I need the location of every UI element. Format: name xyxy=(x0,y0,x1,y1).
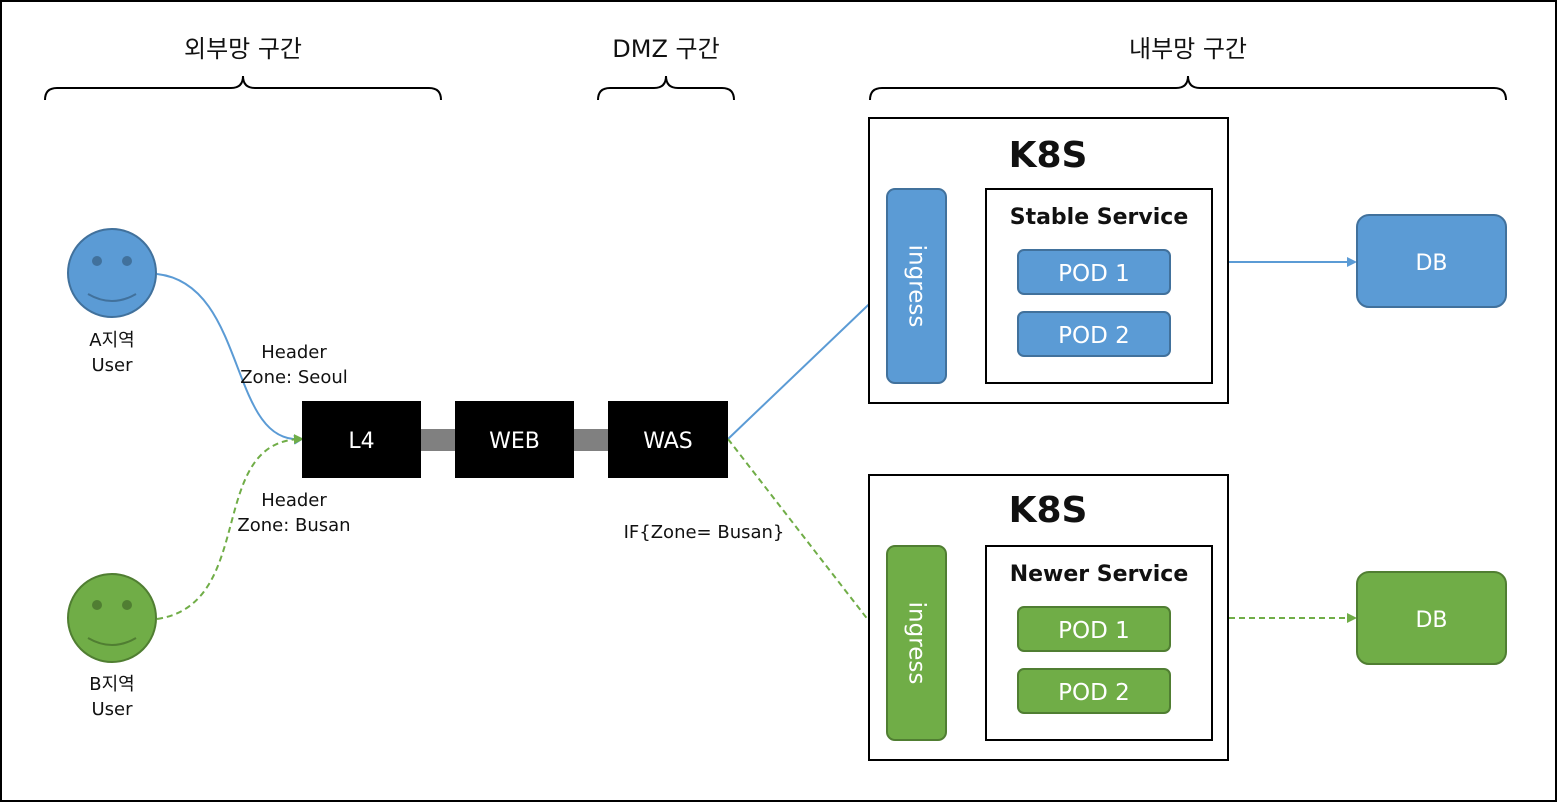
zone-brace-external xyxy=(44,75,442,101)
smiley-eye-right xyxy=(122,256,132,266)
user-b-region-label: B지역 xyxy=(89,674,134,695)
pod-box xyxy=(1017,668,1171,714)
zone-label-external: 외부망 구간 xyxy=(184,35,302,63)
zone-label-dmz: DMZ 구간 xyxy=(612,35,719,63)
route-user-b-to-l4 xyxy=(156,434,304,620)
pod-box xyxy=(1017,249,1171,295)
route-user-a-to-l4 xyxy=(156,273,304,445)
pod-label: POD 1 xyxy=(1058,618,1130,644)
condition-label: IF{Zone= Busan} xyxy=(624,522,785,543)
db-label: DB xyxy=(1415,608,1447,633)
cluster-title: K8S xyxy=(1009,490,1088,531)
smiley-eye-left xyxy=(92,600,102,610)
header-seoul-zone: Zone: Seoul xyxy=(240,367,348,388)
service-title: Stable Service xyxy=(1010,205,1189,230)
smiley-eye-left xyxy=(92,256,102,266)
smiley-icon xyxy=(67,228,157,318)
db-box xyxy=(1356,214,1507,308)
pod-label: POD 2 xyxy=(1058,680,1130,706)
header-busan-title: Header xyxy=(261,490,327,511)
pod-box xyxy=(1017,311,1171,357)
route-was-to-stable-ingress xyxy=(727,286,888,440)
ingress-box xyxy=(886,188,947,384)
web-label: WEB xyxy=(489,429,540,454)
pod-label: POD 2 xyxy=(1058,323,1130,349)
k8s-cluster-stable: K8S ingress Stable Service POD 1 POD 2 xyxy=(868,117,1229,404)
chain-connector-web-was xyxy=(574,429,609,451)
user-a-region-label: A지역 xyxy=(89,330,134,351)
smiley-icon xyxy=(67,573,157,663)
ingress-label: ingress xyxy=(904,602,930,685)
ingress-label: ingress xyxy=(904,245,930,328)
header-busan-zone: Zone: Busan xyxy=(237,515,350,536)
db-newer: DB xyxy=(1356,571,1507,665)
was-label: WAS xyxy=(643,429,693,454)
route-was-to-newer-ingress xyxy=(727,438,888,645)
smiley-mouth xyxy=(87,293,137,302)
zone-brace-dmz xyxy=(597,75,735,101)
db-box xyxy=(1356,571,1507,665)
user-a: A지역 User xyxy=(67,228,157,376)
ingress-box xyxy=(886,545,947,741)
pod-box xyxy=(1017,606,1171,652)
user-b-user-label: User xyxy=(91,699,133,720)
web-box: WEB xyxy=(455,401,574,478)
zone-brace-internal xyxy=(869,75,1507,101)
pod-label: POD 1 xyxy=(1058,261,1130,287)
l4-box: L4 xyxy=(302,401,421,478)
db-label: DB xyxy=(1415,251,1447,276)
header-seoul-title: Header xyxy=(261,342,327,363)
cluster-title: K8S xyxy=(1009,135,1088,176)
k8s-cluster-newer: K8S ingress Newer Service POD 1 POD 2 xyxy=(868,474,1229,761)
smiley-mouth xyxy=(87,637,137,646)
l4-label: L4 xyxy=(348,429,374,454)
was-box: WAS xyxy=(608,401,728,478)
chain-connector-l4-web xyxy=(421,429,456,451)
zone-label-internal: 내부망 구간 xyxy=(1129,35,1247,63)
service-title: Newer Service xyxy=(1010,562,1189,587)
smiley-eye-right xyxy=(122,600,132,610)
user-a-user-label: User xyxy=(91,355,133,376)
db-stable: DB xyxy=(1356,214,1507,308)
user-b: B지역 User xyxy=(67,573,157,720)
